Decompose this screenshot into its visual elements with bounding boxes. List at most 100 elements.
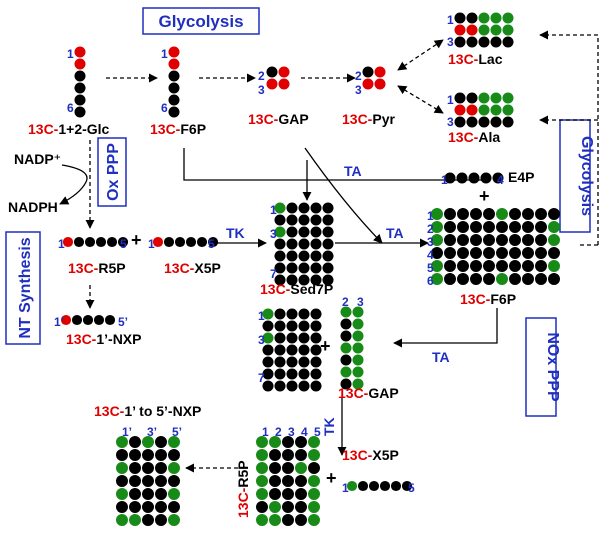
carbon-atom — [274, 226, 286, 238]
carbon-atom — [340, 342, 352, 354]
num-e4p-1: 1 — [441, 173, 448, 187]
carbon-atom — [295, 462, 307, 474]
label-r5p-low: 13C-R5P — [235, 460, 251, 518]
carbon-atom — [454, 92, 466, 104]
carbon-atom — [352, 342, 364, 354]
carbon-atom — [310, 226, 322, 238]
num-gapl-3: 3 — [357, 295, 364, 309]
carbon-atom — [509, 273, 521, 285]
carbon-atom — [490, 36, 502, 48]
carbon-atom — [262, 308, 274, 320]
carbon-atom — [168, 70, 180, 82]
carbon-atom — [74, 94, 86, 106]
carbon-atom — [490, 92, 502, 104]
carbon-atom — [295, 514, 307, 526]
num-r5p-5: 5 — [120, 237, 127, 251]
carbon-atom — [262, 380, 274, 392]
carbon-atom — [535, 234, 547, 246]
num-sed-3: 3 — [270, 227, 277, 241]
num-r5pl-2: 2 — [275, 425, 282, 439]
num-lac-3: 3 — [447, 35, 454, 49]
arrow-pyr-lac — [397, 39, 444, 71]
carbon-atom — [470, 234, 482, 246]
carbon-atom — [340, 306, 352, 318]
carbon-atom — [298, 356, 310, 368]
label-nxp: 13C-1’-NXP — [66, 331, 141, 347]
grid-glc — [74, 46, 86, 118]
grid-nxpall — [116, 436, 180, 526]
label-gap-low: 13C-GAP — [338, 385, 399, 401]
carbon-atom — [256, 501, 268, 513]
carbon-atom — [509, 208, 521, 220]
num-nxp-1: 1’ — [54, 315, 64, 329]
carbon-atom — [322, 214, 334, 226]
carbon-atom — [496, 273, 508, 285]
carbon-atom — [310, 320, 322, 332]
box-glycolysis-top: Glycolysis — [142, 7, 260, 35]
grid-e4p — [444, 172, 504, 184]
carbon-atom — [266, 66, 278, 78]
carbon-atom — [444, 221, 456, 233]
carbon-atom — [256, 514, 268, 526]
carbon-atom — [456, 172, 468, 184]
carbon-atom — [298, 332, 310, 344]
carbon-atom — [262, 332, 274, 344]
carbon-atom — [509, 234, 521, 246]
carbon-atom — [340, 378, 352, 390]
num-r5pl-1: 1 — [262, 425, 269, 439]
ox-ppp-label: Ox PPP — [105, 143, 122, 201]
carbon-atom — [374, 78, 386, 90]
carbon-atom — [535, 208, 547, 220]
carbon-atom — [310, 368, 322, 380]
label-glc: 13C-1+2-Glc — [28, 121, 110, 137]
label-x5p-mid: 13C-X5P — [164, 260, 221, 276]
carbon-atom — [490, 116, 502, 128]
carbon-atom — [431, 208, 443, 220]
num-f6pm-6: 6 — [427, 274, 434, 288]
carbon-atom — [352, 330, 364, 342]
carbon-atom — [274, 202, 286, 214]
carbon-atom — [282, 475, 294, 487]
num-nxpa-3: 3’ — [147, 425, 157, 439]
carbon-atom — [468, 172, 480, 184]
grid-gap_top — [266, 66, 290, 90]
glycolysis-top-label: Glycolysis — [158, 12, 243, 31]
carbon-atom — [116, 475, 128, 487]
carbon-numbers: 1 6 1 6 2 3 2 3 1 3 1 3 1 4 1 5 1 5 1 3 … — [54, 13, 504, 495]
carbon-atom — [310, 308, 322, 320]
carbon-atom — [310, 380, 322, 392]
carbon-atom — [431, 247, 443, 259]
plus-e4p-f6p: + — [479, 186, 490, 206]
carbon-atom — [522, 208, 534, 220]
carbon-atom — [490, 24, 502, 36]
num-sedl-7: 7 — [258, 371, 265, 385]
carbon-atom — [256, 475, 268, 487]
carbon-atom — [340, 330, 352, 342]
label-f6p-top: 13C-F6P — [150, 121, 206, 137]
carbon-atom — [308, 488, 320, 500]
carbon-atom — [454, 12, 466, 24]
grid-pyr — [362, 66, 386, 90]
carbon-atom — [454, 116, 466, 128]
label-sed7p: 13C-Sed7P — [260, 281, 333, 297]
carbon-atom — [496, 234, 508, 246]
carbon-atom — [262, 320, 274, 332]
carbon-atom — [308, 436, 320, 448]
carbon-atom — [286, 274, 298, 286]
carbon-atom — [457, 260, 469, 272]
nox-ppp-label: NOx PPP — [544, 332, 561, 402]
pathway-arrows — [59, 30, 599, 473]
label-e4p: E4P — [508, 169, 534, 185]
carbon-atom — [298, 274, 310, 286]
carbon-atom — [308, 462, 320, 474]
grid-sedl — [262, 308, 322, 392]
num-x5pl-5: 5 — [408, 481, 415, 495]
grid-x5p_mid — [152, 236, 219, 248]
carbon-atom — [168, 436, 180, 448]
enzyme-ta-2: TA — [386, 225, 404, 241]
carbon-atom — [390, 480, 402, 492]
carbon-atom — [142, 462, 154, 474]
carbon-atom — [310, 332, 322, 344]
carbon-atom — [431, 221, 443, 233]
carbon-atom — [480, 172, 492, 184]
